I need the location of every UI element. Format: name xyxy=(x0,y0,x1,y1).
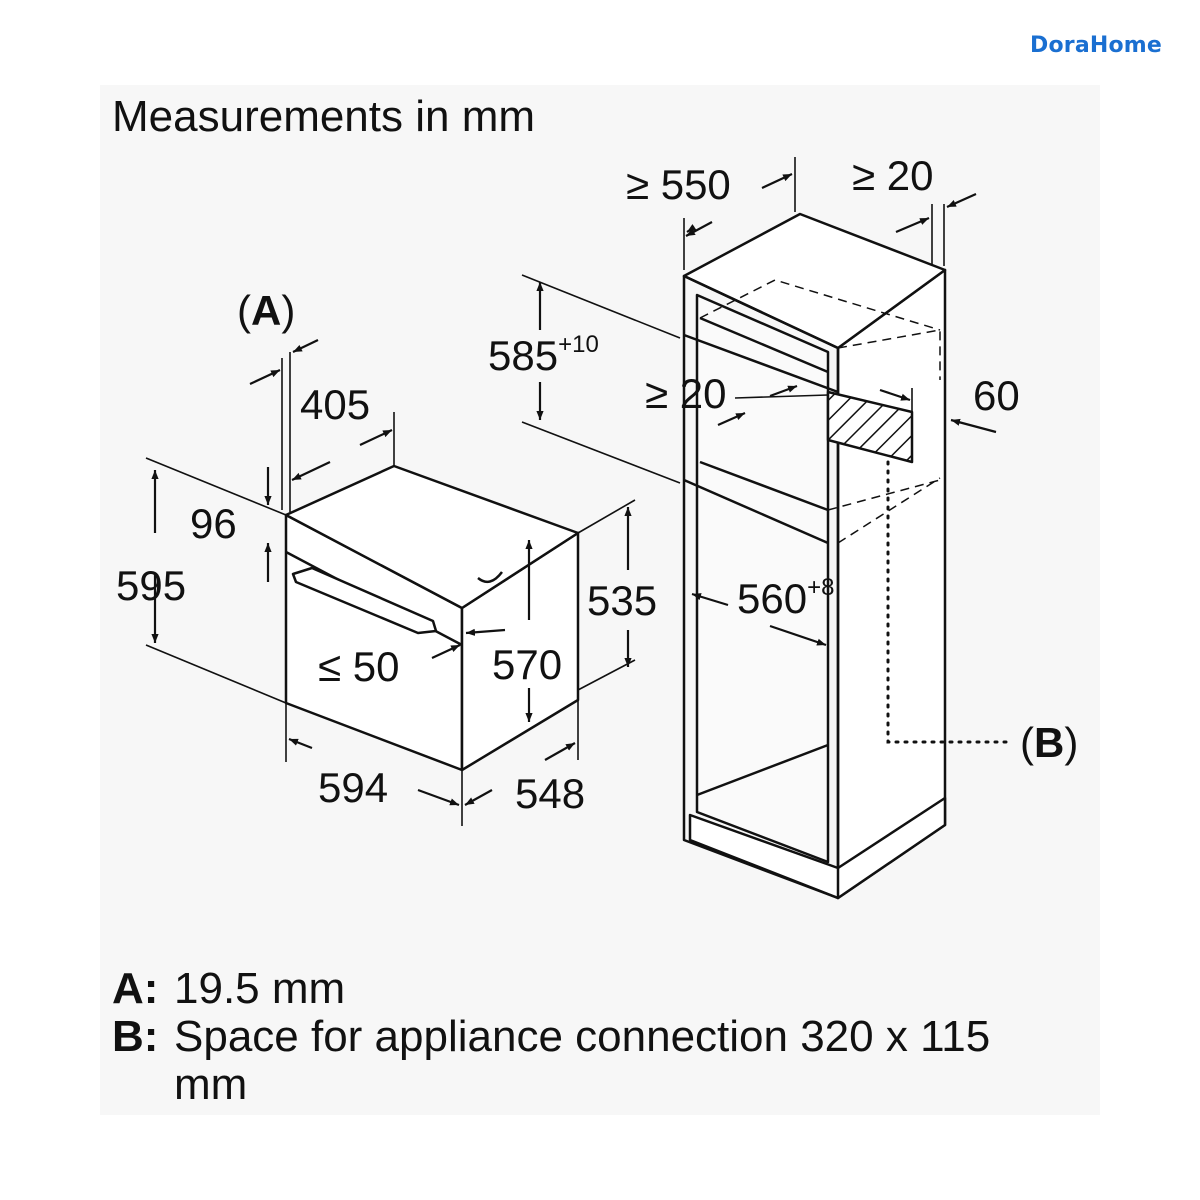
dim-595: 595 xyxy=(116,562,187,609)
cabinet-inner-opening xyxy=(695,293,830,864)
dim-594: 594 xyxy=(318,764,389,811)
oven-door-handle xyxy=(291,566,438,635)
dim-585-tolerance: +10 xyxy=(558,331,599,358)
dimension-arrows xyxy=(151,173,997,807)
callout-a: (A) xyxy=(237,290,295,332)
dim-560: 560+8 xyxy=(737,575,834,622)
legend-text-b: Space for appliance connection 320 x 115… xyxy=(174,1012,991,1109)
callout-b-letter: B xyxy=(1034,719,1065,766)
dim-ge-20-top: ≥ 20 xyxy=(852,152,934,199)
legend-row-b: B: Space for appliance connection 320 x … xyxy=(112,1013,1014,1109)
cabinet-upper-shelf-back xyxy=(699,316,829,374)
dim-535: 535 xyxy=(587,577,658,624)
legend-text-a: 19.5 mm xyxy=(174,964,346,1013)
cabinet-middle-shelf-back xyxy=(699,460,829,512)
dim-ge-550: ≥ 550 xyxy=(626,161,731,208)
cabinet-upper-shelf xyxy=(683,333,839,394)
oven-drawing xyxy=(284,464,580,772)
cabinet-middle-shelf xyxy=(683,478,829,545)
cabinet-hidden-lines xyxy=(699,279,941,544)
dim-548: 548 xyxy=(515,770,586,817)
callout-b: (B) xyxy=(1020,722,1078,764)
dim-585: 585+10 xyxy=(488,332,599,379)
connection-space xyxy=(826,390,914,464)
legend-key-b: B: xyxy=(112,1012,159,1061)
callout-a-letter: A xyxy=(251,287,282,334)
dim-96: 96 xyxy=(190,500,237,547)
dim-560-value: 560 xyxy=(737,575,808,622)
dim-ge-20-mid: ≥ 20 xyxy=(645,370,727,417)
connection-dotted-lead xyxy=(886,460,1014,744)
brand-logo: DoraHome xyxy=(1030,33,1163,58)
callout-b-open: ( xyxy=(1020,719,1034,766)
cabinet-side-panel xyxy=(836,268,947,900)
cabinet-bottom-shelf xyxy=(696,743,829,797)
dim-585-value: 585 xyxy=(488,332,559,379)
legend-key-a: A: xyxy=(112,964,159,1013)
diagram-title: Measurements in mm xyxy=(112,92,536,141)
callout-a-close: ) xyxy=(281,287,296,334)
dim-60: 60 xyxy=(973,372,1020,419)
oven-side-handle xyxy=(477,571,503,584)
callout-b-close: ) xyxy=(1064,719,1079,766)
cabinet-front-frame xyxy=(682,274,840,900)
dim-le-50: ≤ 50 xyxy=(318,643,400,690)
cabinet-drawing xyxy=(682,212,947,900)
dim-405: 405 xyxy=(300,381,371,428)
callout-a-open: ( xyxy=(237,287,251,334)
legend-row-a: A: 19.5 mm xyxy=(112,965,1014,1013)
dim-560-tolerance: +8 xyxy=(807,574,835,601)
dim-570: 570 xyxy=(492,641,563,688)
legend: A: 19.5 mm B: Space for appliance connec… xyxy=(112,965,1014,1109)
